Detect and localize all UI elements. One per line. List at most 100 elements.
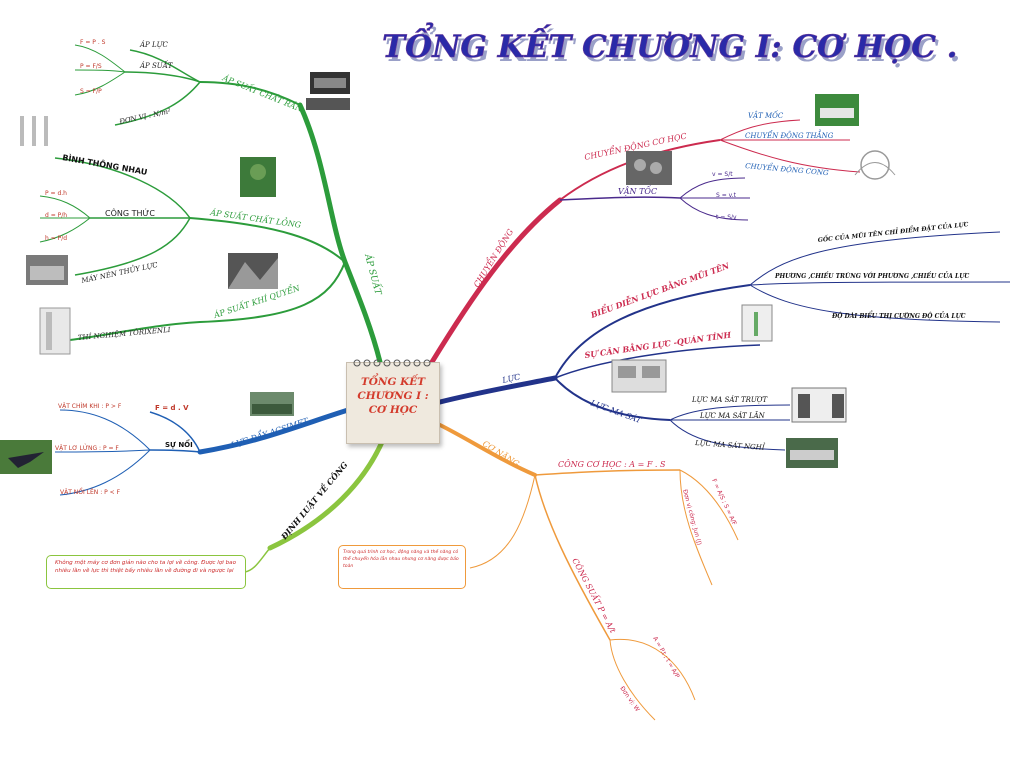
label-chat-ran-ap-suat: ÁP SUẤT	[139, 60, 174, 70]
label-vat-lo-lung: VẬT LƠ LỬNG : P = F	[55, 444, 119, 452]
label-can-bang-luc: SỰ CÂN BẰNG LỰC -QUÁN TÍNH	[584, 329, 732, 360]
label-chat-ran-don-vi: ĐƠN VỊ : N/m²	[118, 107, 172, 126]
label-van-toc-t: t = S/v	[716, 214, 737, 221]
label-luc-ma-sat: LỰC MA SÁT	[588, 398, 643, 425]
label-binh-thong-nhau: BÌNH THÔNG NHAU	[62, 151, 149, 177]
label-vat-noi-len: VẬT NỔI LÊN : P < F	[60, 488, 121, 496]
page-title-shadow: TỔNG KẾT CHƯƠNG I: CƠ HỌC .	[385, 25, 960, 69]
label-cong-suat-b1: A = P.t ; t = A/P	[651, 636, 681, 680]
branch-van-toc	[559, 196, 681, 201]
label-chat-ran-f2: P = F/S	[80, 63, 102, 70]
label-van-toc-s: S = v.t	[716, 192, 737, 199]
branch-bieu-dien-goc	[749, 231, 1001, 286]
branch-cong-co-hoc-b1	[679, 469, 739, 541]
branch-acsimet-sunoi	[149, 449, 201, 453]
branch-chuyen-dong-main	[429, 197, 563, 365]
branch-bieu-dien	[554, 284, 751, 379]
center-line-3: CƠ HỌC	[368, 404, 418, 416]
label-torixenli: THÍ NGHIỆM TÔRIXENLI	[77, 325, 171, 342]
branch-ap-suat-main	[297, 102, 383, 365]
center-line-2: CHƯƠNG I :	[357, 390, 429, 402]
label-chuyen-dong: CHUYỂN ĐỘNG	[471, 227, 515, 290]
branch-luc-main	[437, 375, 558, 405]
branch-bieu-dien-dodai	[749, 284, 1001, 323]
label-do-dai: ĐỘ DÀI BIỂU THỊ CƯỜNG ĐỘ CỦA LỰC	[831, 311, 966, 320]
label-cong-co-hoc: CÔNG CƠ HỌC : A = F . S	[558, 460, 666, 469]
label-chat-ran-ap-luc: ÁP LỰC	[139, 40, 169, 49]
label-cong-suat: CÔNG SUẤT P = A/t	[570, 556, 618, 635]
center-topic: TỔNG KẾT CHƯƠNG I : CƠ HỌC	[346, 359, 440, 444]
label-phuong-chieu: PHƯƠNG ,CHIỀU TRÙNG VỚI PHƯƠNG ,CHIỀU CỦ…	[774, 272, 970, 280]
thumb-dam	[26, 255, 68, 285]
label-cong-co-hoc-b2: Đơn vị công: Jun (J)	[681, 489, 703, 546]
label-chat-ran-f1: F = P . S	[80, 39, 106, 46]
thumb-tubes	[20, 116, 48, 146]
thumb-plane	[0, 440, 52, 474]
branch-acsimet-formula	[149, 411, 201, 453]
note-co-nang: Trong quá trình cơ học, động năng và thế…	[338, 545, 466, 589]
thumb-torricelli	[39, 307, 71, 355]
label-acsimet-formula: F = d . V	[155, 404, 189, 412]
thumb-balance	[741, 304, 773, 342]
center-topic-text: TỔNG KẾT CHƯƠNG I : CƠ HỌC	[347, 375, 439, 417]
branch-co-nang-main	[438, 423, 537, 477]
label-chat-long-f1: P = d.h	[45, 190, 67, 197]
branch-chat-long-binh	[54, 157, 191, 219]
thumb-mountain	[228, 253, 278, 289]
page-title: TỔNG KẾT CHƯƠNG I: CƠ HỌC .	[382, 21, 957, 65]
branch-khi-quyen	[69, 261, 346, 341]
branch-van-toc-t	[679, 197, 749, 221]
branch-chat-ran-donvi	[114, 81, 201, 126]
branch-chat-long-f1	[39, 195, 91, 219]
branch-acsimet-main	[197, 407, 351, 455]
thumb-wheel	[854, 150, 896, 180]
thumb-machine	[791, 387, 847, 423]
branch-co-nang-note	[469, 474, 536, 569]
branch-cong-suat	[534, 474, 611, 641]
branch-cong-co-hoc	[534, 469, 681, 476]
branch-dinh-luat-note	[244, 547, 271, 573]
label-chuyen-dong-thang: CHUYỂN ĐỘNG THẲNG	[745, 129, 834, 140]
label-chuyen-dong-cong: CHUYỂN ĐỘNG CONG	[745, 160, 830, 177]
branch-chat-ran-apluc	[129, 49, 201, 83]
note-dinh-luat-text: Không một máy cơ đơn giản nào cho ta lợi…	[55, 560, 236, 574]
label-luc: LỰC	[501, 372, 522, 385]
label-ma-sat-nghi: LỰC MA SÁT NGHỈ	[694, 437, 766, 452]
binder-rings	[353, 359, 431, 367]
thumb-ship	[250, 392, 294, 416]
branch-ma-sat	[554, 377, 671, 421]
branch-chat-ran-f3	[74, 71, 126, 96]
branch-cong-suat-b1	[609, 638, 696, 701]
label-vat-moc: VẬT MỐC	[748, 110, 784, 120]
branch-ma-sat-nghi	[669, 419, 786, 451]
branch-ma-sat-truot	[669, 404, 791, 421]
branch-cong-suat-b2	[609, 639, 656, 721]
thumb-cows	[815, 94, 859, 126]
thumb-train	[786, 438, 838, 468]
label-ap-suat: ÁP SUẤT	[362, 251, 386, 297]
label-ma-sat-lan: LỰC MA SÁT LĂN	[699, 411, 766, 420]
branch-chat-long	[189, 217, 346, 263]
label-ap-suat-chat-ran: ÁP SUẤT CHẤT RẮN	[220, 72, 305, 114]
branch-van-toc-v	[679, 177, 746, 199]
center-line-1: TỔNG KẾT	[360, 376, 426, 388]
branch-dinh-luat-main	[267, 439, 385, 551]
branch-chat-ran-f1	[74, 44, 126, 73]
branch-chat-ran	[199, 81, 301, 106]
branch-chat-long-may	[74, 217, 191, 276]
branch-chat-ran-apsuat	[124, 71, 201, 83]
branch-acsimet-chim	[59, 409, 151, 451]
label-co-nang: CƠ NĂNG	[481, 439, 521, 469]
label-chat-ran-f3: S = F/P	[80, 88, 102, 95]
label-chat-long-f3: h = P/d	[45, 235, 67, 242]
note-co-nang-text: Trong quá trình cơ học, động năng và thế…	[343, 550, 459, 569]
branch-co-hoc-vatmoc	[719, 119, 801, 141]
label-cong-thuc: CÔNG THỨC	[105, 207, 155, 218]
branch-cong-co-hoc-b2	[679, 469, 713, 586]
label-van-toc-v: v = S/t	[712, 171, 733, 178]
label-su-noi: SỰ NỔI	[165, 439, 193, 449]
thumb-runners	[626, 151, 672, 185]
label-bieu-dien-luc: BIỂU DIỄN LỰC BẰNG MŨI TÊN	[588, 259, 731, 320]
thumb-diver	[240, 157, 276, 197]
